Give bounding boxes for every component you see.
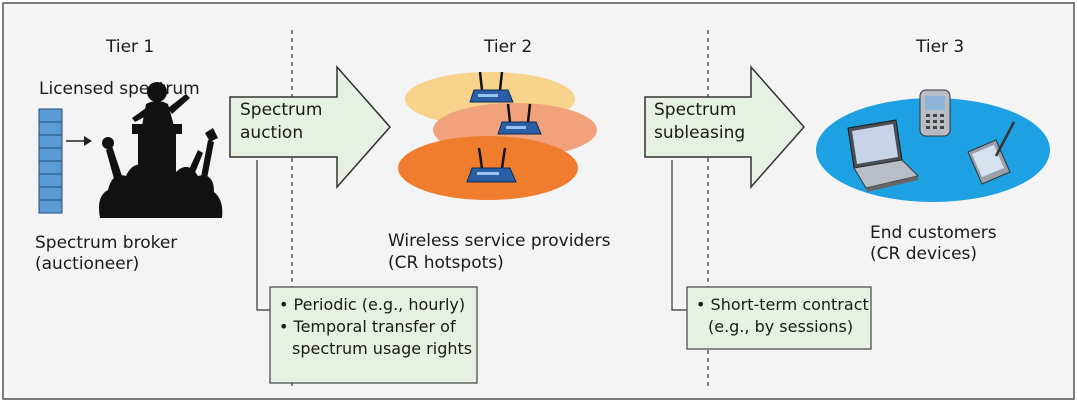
wireless-providers-label: Wireless service providers xyxy=(388,231,611,251)
spectrum-auction-line2: auction xyxy=(240,123,303,143)
spectrum-auction-arrow xyxy=(229,65,392,189)
note1-bullet-2-cont: spectrum usage rights xyxy=(292,339,472,358)
spectrum-auction-line1: Spectrum xyxy=(240,100,322,120)
cr-devices-label: (CR devices) xyxy=(870,244,977,264)
router-icon-top xyxy=(469,71,514,103)
spectrum-broker-label: Spectrum broker xyxy=(35,233,177,253)
note1-box xyxy=(269,286,478,384)
cr-hotspots-label: (CR hotspots) xyxy=(388,253,504,273)
router-icon-middle xyxy=(497,103,542,135)
tier2-title: Tier 2 xyxy=(483,37,532,57)
router-icon-bottom xyxy=(466,147,517,183)
auctioneer-label: (auctioneer) xyxy=(35,254,139,274)
note2-connector xyxy=(671,160,687,311)
auctioneer-silhouette-icon xyxy=(99,82,223,218)
spectrum-blocks xyxy=(38,108,63,214)
note1-bullet-1: • Periodic (e.g., hourly) xyxy=(279,295,465,314)
tier3-title: Tier 3 xyxy=(915,37,964,57)
note2-bullet-1: • Short-term contract xyxy=(696,295,869,314)
spectrum-subleasing-arrow xyxy=(644,65,806,189)
spectrum-subleasing-line1: Spectrum xyxy=(654,100,736,120)
pda-stylus-icon xyxy=(967,121,1016,185)
spectrum-subleasing-line2: subleasing xyxy=(654,123,745,143)
end-customers-label: End customers xyxy=(870,223,997,243)
note2-bullet-1-cont: (e.g., by sessions) xyxy=(708,317,853,336)
tier1-title: Tier 1 xyxy=(105,37,154,57)
smartphone-icon xyxy=(919,89,951,137)
note1-bullet-2: • Temporal transfer of xyxy=(279,317,456,336)
laptop-icon xyxy=(847,119,919,192)
licensed-spectrum-label: Licensed spectrum xyxy=(39,79,200,99)
note2-box xyxy=(686,286,872,350)
spectrum-pointer-arrow xyxy=(66,136,92,146)
note1-connector xyxy=(256,160,270,311)
